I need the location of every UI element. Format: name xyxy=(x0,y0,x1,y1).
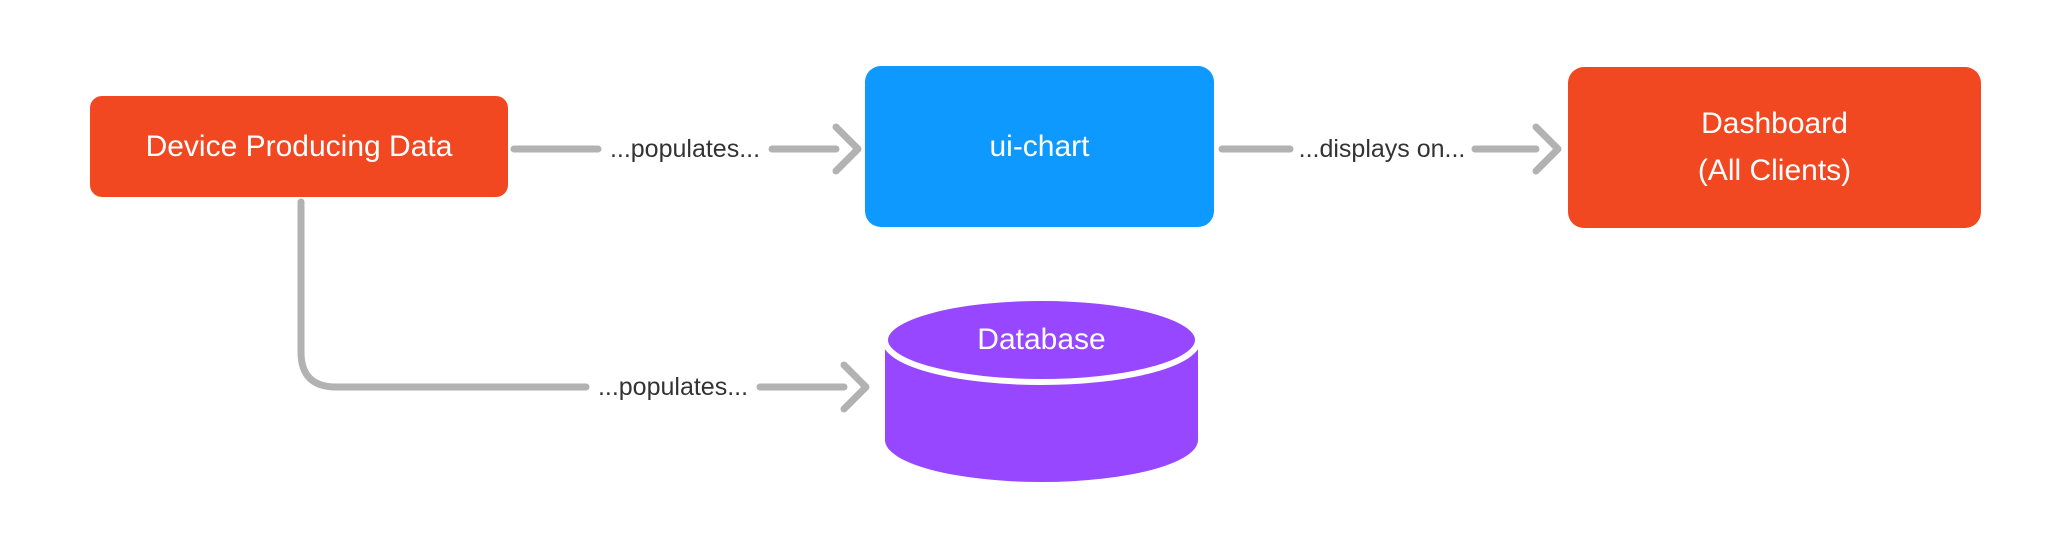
database-cylinder-top xyxy=(882,295,1201,385)
edge-label-device-to-uichart: ...populates... xyxy=(609,135,761,163)
arrowhead-right-icon xyxy=(1532,123,1562,175)
node-database-label: Database xyxy=(977,323,1106,356)
edge-line-device-to-database-elbow xyxy=(297,198,590,391)
edge-label-uichart-to-dashboard: ...displays on... xyxy=(1298,135,1466,163)
node-dashboard: Dashboard (All Clients) xyxy=(1568,67,1981,228)
node-device-label: Device Producing Data xyxy=(145,129,453,163)
edge-label-device-to-database: ...populates... xyxy=(597,373,749,401)
database-cylinder-bottom xyxy=(885,398,1198,482)
node-dashboard-label-line2: (All Clients) xyxy=(1697,153,1852,187)
node-device-producing-data: Device Producing Data xyxy=(90,96,508,197)
node-database xyxy=(882,295,1201,482)
node-ui-chart-label: ui-chart xyxy=(989,129,1090,163)
arrowhead-right-icon xyxy=(832,123,862,175)
node-dashboard-label-line1: Dashboard xyxy=(1701,107,1848,140)
node-ui-chart: ui-chart xyxy=(865,66,1214,227)
arrowhead-right-icon xyxy=(840,361,870,413)
